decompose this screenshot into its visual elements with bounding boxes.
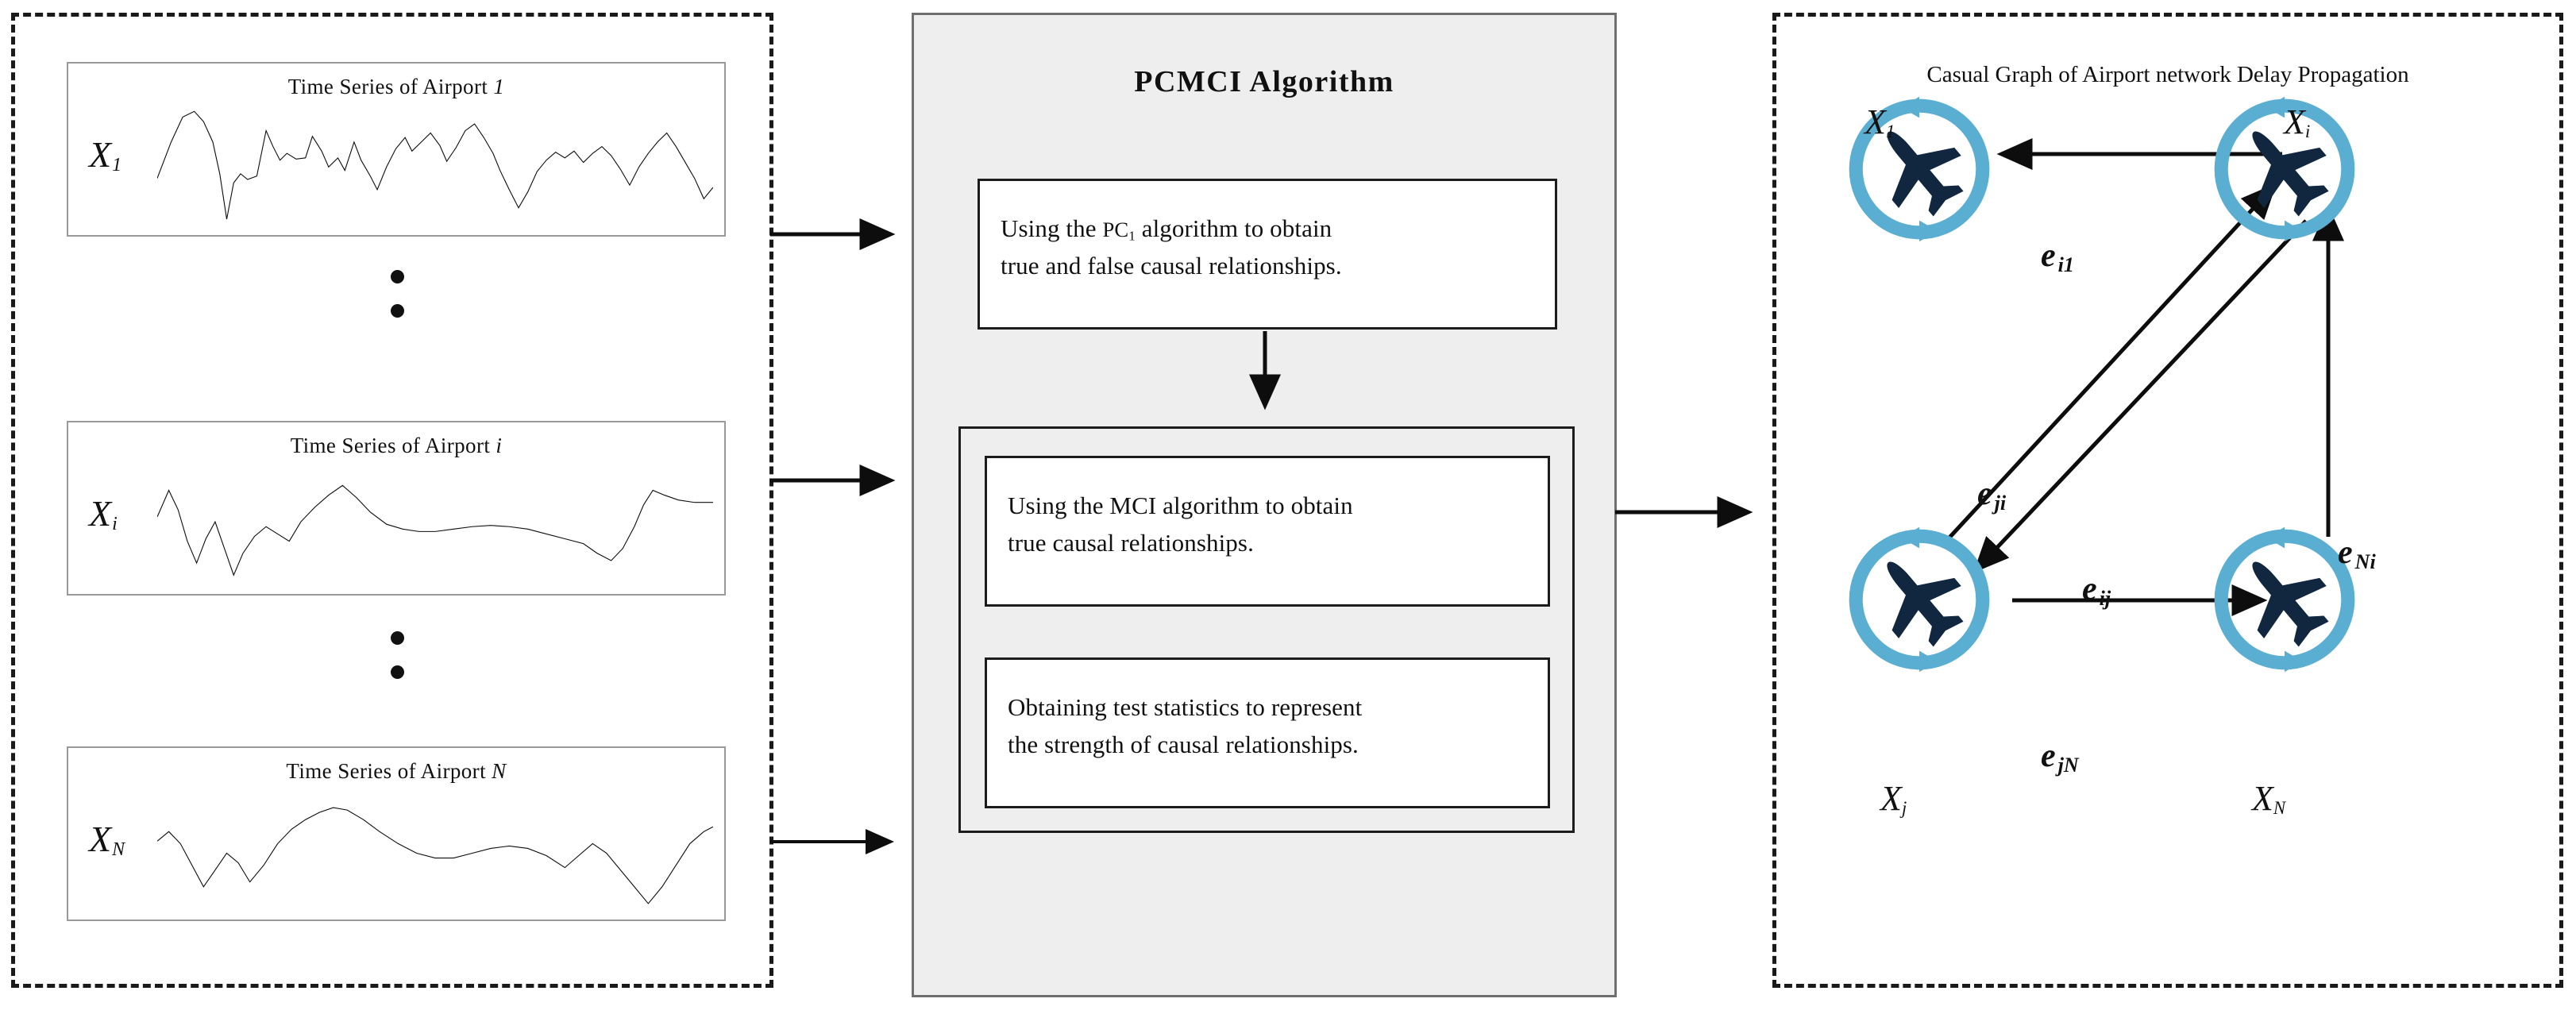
- pcmci-algorithm-panel: PCMCI Algorithm Using the PC1 algorithm …: [912, 13, 1617, 997]
- series-path-2: [157, 485, 713, 575]
- node-label-Xi: Xi: [2284, 102, 2311, 142]
- node-label-Xj: Xj: [1880, 779, 1907, 819]
- time-series-title-3: Time Series of Airport N: [286, 759, 507, 783]
- time-series-plot-2: [157, 468, 713, 584]
- flow-arrow-2: [770, 465, 896, 496]
- time-series-box-2: Time Series of Airport i Xi: [67, 421, 726, 596]
- pcmci-step-mci: Using the MCI algorithm to obtain true c…: [985, 456, 1550, 607]
- airplane-cycle-icon: [2214, 526, 2355, 673]
- series-path-3: [157, 808, 713, 904]
- node-Xj[interactable]: [1844, 524, 1995, 675]
- node-label-XN: XN: [2252, 779, 2286, 819]
- node-Xi[interactable]: [2209, 94, 2360, 245]
- time-series-var-2: Xi: [89, 493, 118, 535]
- time-series-plot-3: [157, 796, 713, 913]
- airplane-cycle-icon: [1849, 96, 1990, 242]
- pcmci-step-pc1-text: Using the PC1 algorithm to obtain true a…: [1001, 214, 1342, 280]
- edge-e-ji: [1947, 183, 2277, 540]
- flow-arrow-1: [770, 218, 896, 250]
- node-X1[interactable]: [1844, 94, 1995, 245]
- edge-e-ij: [1972, 219, 2308, 573]
- ellipsis-dots-2: [387, 631, 407, 679]
- time-series-box-3: Time Series of Airport N XN: [67, 746, 726, 921]
- node-XN[interactable]: [2209, 524, 2360, 675]
- left-input-panel: [11, 13, 773, 988]
- pcmci-mci-group: Using the MCI algorithm to obtain true c…: [958, 426, 1575, 833]
- pcmci-internal-arrow: [1249, 331, 1281, 411]
- pcmci-step-mci-text: Using the MCI algorithm to obtain true c…: [1008, 492, 1353, 557]
- time-series-plot-1: [157, 108, 713, 227]
- ellipsis-dots-1: [387, 270, 407, 318]
- airplane-cycle-icon: [1849, 526, 1990, 673]
- series-path-1: [157, 111, 713, 219]
- pcmci-step-teststats: Obtaining test statistics to represent t…: [985, 657, 1550, 808]
- pcmci-step-teststats-text: Obtaining test statistics to represent t…: [1008, 693, 1363, 759]
- causal-graph-title: Casual Graph of Airport network Delay Pr…: [1926, 62, 2409, 87]
- causal-graph-edges: [1947, 138, 2344, 616]
- node-label-X1: X1: [1865, 102, 1895, 142]
- pc1-smallcaps: PC: [1102, 218, 1129, 241]
- pcmci-panel-title: PCMCI Algorithm: [1134, 65, 1394, 98]
- right-causal-graph-panel: [1772, 13, 2563, 988]
- time-series-title-1: Time Series of Airport 1: [287, 75, 505, 98]
- time-series-var-3: XN: [89, 819, 125, 861]
- airplane-cycle-icon: [2214, 96, 2355, 242]
- time-series-var-1: X1: [89, 134, 122, 176]
- flow-arrow-4: [1615, 496, 1753, 528]
- time-series-box-1: Time Series of Airport 1 X1: [67, 62, 726, 237]
- time-series-title-2: Time Series of Airport i: [290, 434, 503, 457]
- flow-arrow-3: [770, 829, 894, 854]
- pcmci-step-pc1: Using the PC1 algorithm to obtain true a…: [978, 179, 1557, 330]
